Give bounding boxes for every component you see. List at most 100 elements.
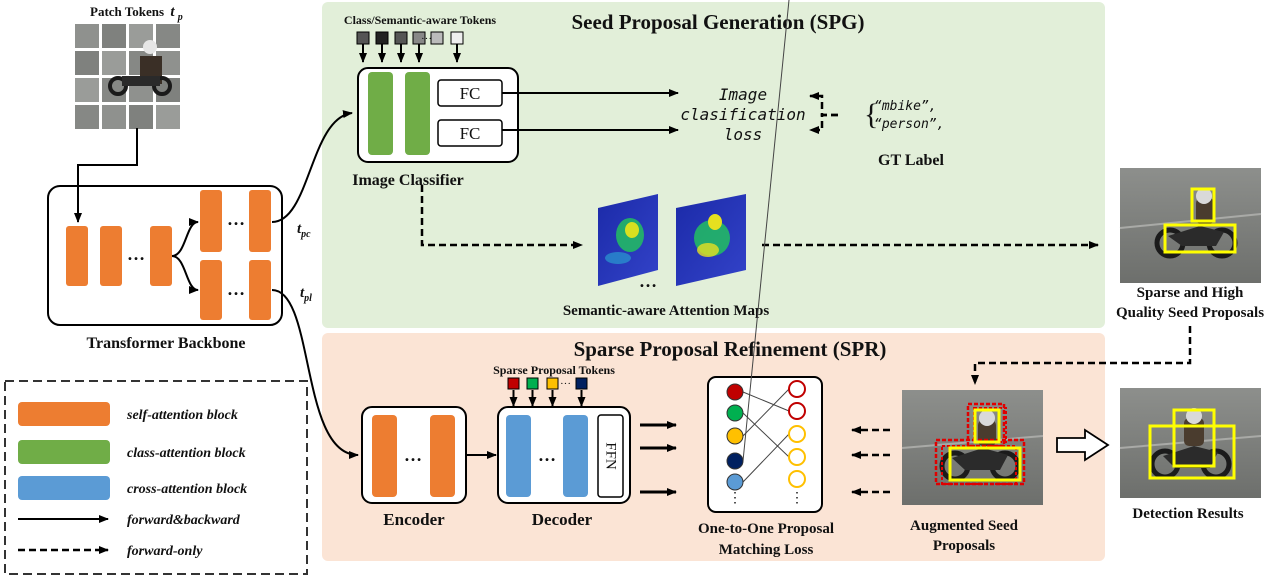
t-pl-label: tpl	[300, 285, 312, 304]
backbone-class-branch-block	[249, 190, 271, 252]
patch-helmet	[143, 40, 157, 54]
matching-edge	[742, 0, 790, 462]
encoder-title: Encoder	[383, 510, 445, 529]
patch-tile	[75, 51, 99, 75]
patch-tile	[156, 24, 180, 48]
legend-class-swatch	[18, 440, 110, 464]
gt-value-mbike: “mbike”,	[874, 99, 937, 114]
seed-node	[788, 470, 806, 488]
augmented-proposals-label-1: Augmented Seed	[910, 518, 1019, 534]
class-token	[450, 31, 464, 45]
seed-box-person	[1190, 187, 1216, 223]
ffn-block	[597, 414, 624, 498]
matching-loss-label-2: Matching Loss	[719, 542, 814, 558]
augmented-box-red	[941, 445, 1017, 485]
seed-proposals-label-1: Sparse and High	[1137, 285, 1244, 301]
patch-bike-body	[122, 76, 160, 86]
image-classifier-title: Image Classifier	[352, 172, 464, 189]
seed-node	[788, 448, 806, 466]
to-detection-hollow-arrow	[1056, 428, 1110, 462]
prediction-node	[726, 473, 744, 491]
backbone-title: Transformer Backbone	[87, 335, 246, 352]
prediction-node	[726, 427, 744, 445]
patch-tile	[156, 105, 180, 129]
backbone-upper-ellipsis: …	[227, 209, 245, 229]
spr-title: Sparse Proposal Refinement (SPR)	[574, 337, 887, 361]
encoder-self-block	[372, 415, 397, 497]
encoder-self-block	[430, 415, 455, 497]
fc-layer-2-label: FC	[460, 124, 481, 143]
prediction-ellipsis: ⋮	[728, 491, 742, 506]
class-token	[356, 31, 370, 45]
loss-text-line2: clasification	[680, 105, 805, 124]
class-tokens-label: Class/Semantic-aware Tokens	[344, 13, 496, 27]
svg-text:Patch Tokens t p: Patch Tokens t p	[90, 4, 183, 23]
patch-tile	[75, 105, 99, 129]
bipartite-matching: ⋮⋮	[726, 0, 806, 506]
class-token	[430, 31, 444, 45]
cross-attention-block	[506, 415, 531, 497]
class-attention-block	[368, 72, 393, 155]
seed-to-augmented-dashed-arrow	[971, 326, 1192, 385]
decoder-ellipsis: …	[538, 445, 556, 465]
patch-to-backbone-arrow	[74, 128, 138, 223]
backbone-self-block	[100, 226, 122, 286]
patch-tile	[129, 105, 153, 129]
fc-layer-2	[437, 119, 503, 147]
ffn-label: FFN	[603, 442, 619, 470]
proposal-token	[575, 377, 588, 390]
augmented-box-yellow	[973, 408, 1001, 444]
backbone-self-block	[150, 226, 172, 286]
proposal-token	[507, 377, 520, 390]
classifier-to-maps-dashed-arrow	[420, 185, 583, 249]
seed-ellipsis: ⋮	[790, 491, 804, 506]
prediction-node	[726, 404, 744, 422]
seed-node	[788, 425, 806, 443]
class-attention-block	[405, 72, 430, 155]
backbone-ellipsis: …	[127, 244, 145, 264]
detection-box-person	[1172, 408, 1216, 468]
patch-tile	[75, 24, 99, 48]
augmented-proposals-image	[901, 390, 1044, 505]
seed-node	[788, 402, 806, 420]
patch-tokens-label: Patch Tokens t p	[90, 4, 183, 23]
backbone-proposal-branch-block	[200, 260, 222, 320]
seed-proposals-image	[1119, 168, 1262, 283]
attention-maps-ellipsis: …	[639, 271, 657, 291]
cross-attention-block	[563, 415, 588, 497]
class-semantic-tokens: ···	[356, 31, 464, 63]
attention-maps-label: Semantic-aware Attention Maps	[563, 303, 770, 319]
legend-forward-only-label: forward-only	[127, 544, 203, 559]
augmented-box-yellow	[948, 446, 1022, 482]
t-pc-label: tpc	[297, 221, 311, 240]
spg-title: Seed Proposal Generation (SPG)	[571, 10, 864, 34]
patch-tile	[102, 24, 126, 48]
proposal-token	[546, 377, 559, 390]
detection-results-label: Detection Results	[1132, 506, 1243, 522]
patch-tile	[102, 105, 126, 129]
class-token-ellipsis: ···	[421, 33, 432, 45]
seed-box-mbike	[1163, 223, 1237, 254]
attention-map	[598, 194, 658, 286]
backbone-to-encoder-arrow	[271, 289, 359, 459]
matching-loss-box	[707, 376, 823, 513]
detection-box-mbike	[1148, 424, 1236, 480]
augmented-proposals-label-2: Proposals	[933, 538, 995, 554]
gt-value-person: “person”,	[874, 117, 944, 132]
proposal-token-ellipsis: ···	[560, 378, 571, 390]
loss-text-line1: Image	[719, 85, 767, 104]
proposal-token	[526, 377, 539, 390]
detection-results-image	[1119, 388, 1262, 498]
backbone-lower-ellipsis: …	[227, 279, 245, 299]
class-token	[394, 31, 408, 45]
backbone-branch-arrow	[171, 218, 199, 257]
loss-text-line3: loss	[724, 125, 763, 144]
gt-to-loss-dashed-arrow	[809, 92, 838, 117]
seed-node	[788, 380, 806, 398]
attention-map	[676, 194, 746, 286]
legend-forward-backward-label: forward&backward	[127, 513, 241, 528]
prediction-node	[726, 452, 744, 470]
fc-layer-1-label: FC	[460, 84, 481, 103]
backbone-to-classifier-arrow	[271, 110, 353, 223]
legend-cross-swatch	[18, 476, 110, 500]
